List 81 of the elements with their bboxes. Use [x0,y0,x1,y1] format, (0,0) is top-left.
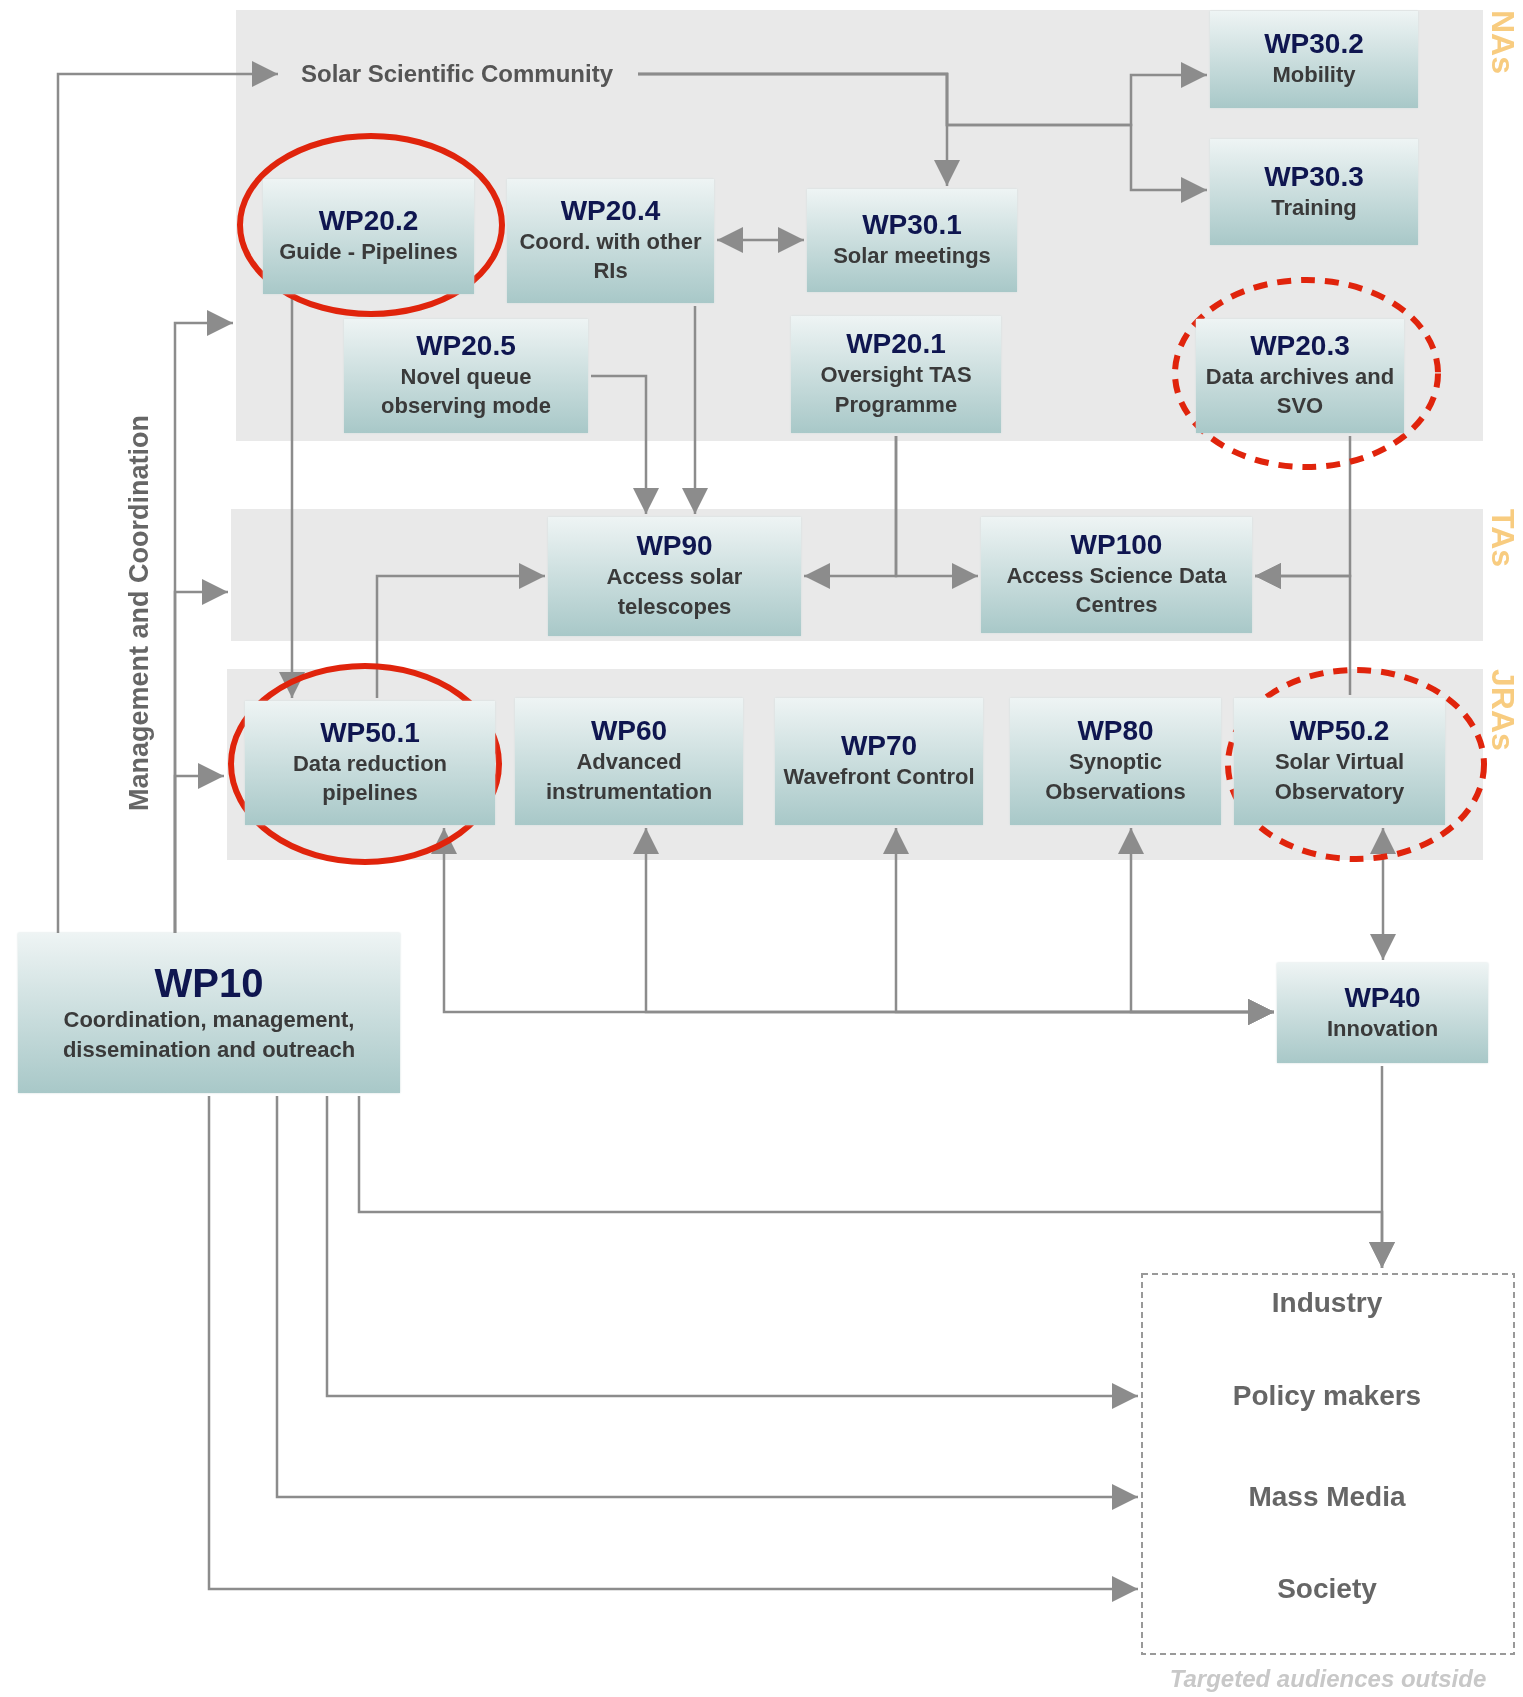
text-label: Policy makers [1141,1373,1513,1419]
band-label: JRAs [1485,669,1521,751]
package-title: Data reduction pipelines [292,749,448,808]
package-code: WP50.1 [320,717,420,749]
package-title: Mobility [1272,61,1356,90]
package-title: Solar Virtual Observatory [1273,748,1406,806]
package-code: WP10 [154,961,264,1006]
arrow [1118,828,1274,1025]
package-title: Access Science Data Centres [1005,561,1228,620]
work-package-box [807,189,1017,292]
package-code: WP60 [590,716,668,748]
work-package-box [1196,319,1404,433]
package-title: Coord. with other RIs [518,227,703,286]
text-label: Society [1141,1566,1513,1612]
text-label: Industry [1141,1280,1513,1326]
work-package-box [791,316,1001,433]
work-package-box [1010,698,1221,825]
package-title: Training [1271,193,1357,222]
package-code: WP50.2 [1289,716,1390,748]
package-title: Guide - Pipelines [279,238,458,267]
audience-frame [1139,1271,1517,1693]
vertical-label: Management and Coordination [124,414,155,813]
arrow [1255,563,1352,695]
work-package-box [245,701,495,825]
package-code: WP20.2 [318,206,419,238]
work-package-box [344,319,588,433]
work-package-box [1234,698,1445,825]
arrow [1370,828,1396,960]
arrow [173,763,224,933]
package-code: WP20.3 [1250,330,1350,362]
text-label: Mass Media [1141,1474,1513,1520]
band-label: TAs [1485,509,1521,568]
band-label: NAs [1485,10,1521,74]
text-label: Solar Scientific Community [280,54,634,94]
work-package-box [515,698,743,825]
work-package-box [507,179,714,303]
package-code: WP40 [1344,982,1421,1014]
arrow [638,72,1207,203]
package-code: WP100 [1070,529,1163,561]
arrow [275,1096,1138,1510]
highlight-ring [236,132,506,318]
arrow [56,61,278,933]
arrow [207,1096,1138,1602]
package-title: Novel queue observing mode [380,362,552,421]
arrow [682,306,708,514]
package-title: Access solar telescopes [605,563,744,621]
work-package-box [1277,963,1488,1063]
package-code: WP70 [840,731,918,763]
package-title: Solar meetings [833,242,991,271]
work-package-box [263,179,474,294]
package-code: WP90 [636,531,713,563]
package-code: WP30.2 [1264,29,1364,61]
highlight-ring [1224,666,1488,863]
package-code: WP30.3 [1264,161,1364,193]
arrow [591,374,659,514]
package-code: WP20.5 [416,330,516,362]
arrow [717,227,804,253]
package-title: Synoptic Observations [1044,748,1187,806]
package-title: Coordination, management, dissemination and outreach [61,1006,357,1064]
work-package-box [775,698,983,825]
arrow [357,1096,1395,1268]
package-code: WP30.1 [862,210,962,242]
highlight-ring [1171,276,1442,471]
work-package-box [1210,11,1418,108]
arrow [325,1096,1138,1409]
arrow [279,297,305,698]
package-code: WP20.4 [560,195,661,227]
work-package-box [548,517,801,636]
package-title: Wavefront Control [783,763,975,792]
package-title: Oversight TAS Programme [819,361,973,419]
arrow [894,436,978,589]
package-code: WP80 [1077,716,1154,748]
package-title: Innovation [1326,1014,1439,1043]
package-code: WP20.1 [846,329,946,361]
arrow [375,563,545,698]
work-package-box [18,933,400,1093]
highlight-ring [227,662,503,866]
package-title: Advanced instrumentation [544,748,714,806]
work-package-box [1210,139,1418,245]
package-title: Data archives and SVO [1204,362,1396,421]
work-package-box [981,517,1252,633]
